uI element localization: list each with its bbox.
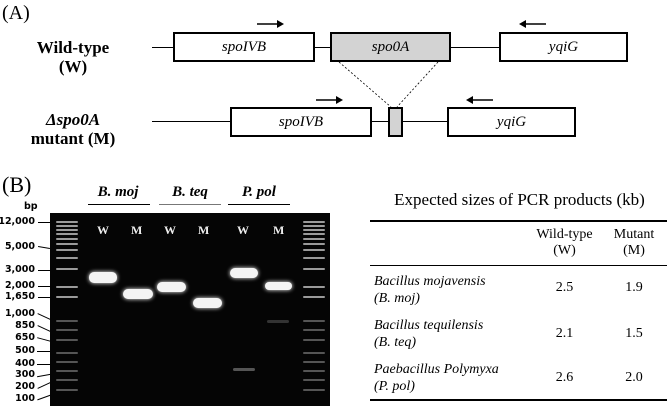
forward-primer-arrow-icon bbox=[257, 20, 284, 28]
mut-size-cell: 2.0 bbox=[625, 369, 643, 385]
reverse-primer-arrow-icon bbox=[466, 96, 493, 104]
species-cell: Bacillus tequilensis (B. teq) bbox=[370, 311, 528, 356]
agarose-gel-image: W M W M W M bbox=[50, 213, 330, 406]
ladder-tick bbox=[37, 337, 51, 342]
faint-band bbox=[233, 368, 255, 371]
wt-gene-spo0A: spo0A bbox=[330, 32, 451, 62]
gene-label: spo0A bbox=[371, 38, 410, 55]
ladder-label: 100 bbox=[15, 393, 35, 404]
table-title: Expected sizes of PCR products (kb) bbox=[394, 190, 645, 209]
band-ppol-mut bbox=[265, 282, 292, 290]
header-text: Wild-type bbox=[536, 227, 593, 243]
wt-size-cell: 2.5 bbox=[555, 280, 574, 296]
wt-gene-yqiG: yqiG bbox=[499, 32, 628, 62]
forward-primer-arrow-icon bbox=[316, 96, 343, 104]
wild-type-label: Wild-type (W) bbox=[36, 38, 110, 76]
ladder-label: 12,000 bbox=[0, 216, 35, 227]
table-row: Bacillus tequilensis (B. teq) 2.1 1.5 bbox=[370, 311, 667, 356]
wt-gene-spoIVB: spoIVB bbox=[173, 32, 315, 62]
header-text: (M) bbox=[623, 243, 645, 259]
species-cell: Bacillus mojavensis (B. moj) bbox=[370, 265, 528, 311]
species-name: Bacillus mojavensis bbox=[374, 274, 486, 290]
gene-label: yqiG bbox=[548, 38, 579, 55]
mutant-label-line1: Δspo0A bbox=[45, 110, 101, 129]
ladder-label: 3,000 bbox=[4, 264, 35, 275]
header-text: (W) bbox=[553, 243, 576, 259]
header-text: Mutant bbox=[613, 227, 655, 243]
ladder-tick bbox=[38, 222, 50, 223]
ladder-tick bbox=[38, 245, 50, 250]
bp-unit-label: bp bbox=[24, 201, 38, 212]
mut-spo0A-remnant bbox=[388, 107, 403, 137]
lane-label: M bbox=[198, 223, 210, 237]
ladder-tick bbox=[37, 364, 51, 365]
species-cell: Paebacillus Polymyxa (P. pol) bbox=[370, 356, 528, 400]
header-mutant: Mutant (M) bbox=[601, 221, 667, 265]
ladder-tick bbox=[37, 325, 51, 332]
ladder-label: 300 bbox=[15, 369, 35, 380]
ladder-tick bbox=[37, 394, 51, 401]
species-abbr: (B. teq) bbox=[374, 334, 416, 350]
faint-band bbox=[267, 320, 289, 323]
lane-label: W bbox=[237, 223, 249, 237]
mut-gene-spoIVB: spoIVB bbox=[230, 107, 372, 137]
header-wild-type: Wild-type (W) bbox=[528, 221, 601, 265]
mutant-label: Δspo0A mutant (M) bbox=[28, 110, 118, 148]
empty-header-cell bbox=[370, 221, 528, 265]
species-abbr: (B. moj) bbox=[374, 291, 420, 307]
ladder-tick bbox=[38, 270, 50, 271]
species-underline bbox=[159, 204, 221, 205]
gene-label: spoIVB bbox=[221, 38, 267, 55]
band-bmoj-wt bbox=[89, 272, 117, 283]
wild-type-chromosome-line bbox=[152, 47, 506, 48]
species-name: Paebacillus Polymyxa bbox=[374, 361, 499, 377]
ladder-label: 5,000 bbox=[4, 241, 35, 252]
species-underline bbox=[228, 204, 290, 205]
ladder-tick bbox=[37, 351, 51, 352]
lane-label: W bbox=[164, 223, 176, 237]
wt-size-cell: 2.6 bbox=[555, 369, 574, 385]
ladder-tick bbox=[37, 373, 51, 378]
band-bteq-mut bbox=[193, 298, 222, 308]
wt-size-cell: 2.1 bbox=[555, 325, 574, 341]
deletion-indicator-lines bbox=[338, 62, 439, 108]
ladder-label: 400 bbox=[15, 358, 35, 369]
species-underline bbox=[88, 204, 150, 205]
mut-size-cell: 1.5 bbox=[625, 325, 643, 341]
gene-label: spoIVB bbox=[278, 113, 324, 130]
species-label-b-moj: B. moj bbox=[97, 184, 139, 200]
band-ppol-wt bbox=[230, 268, 258, 278]
reverse-primer-arrow-icon bbox=[519, 20, 546, 28]
ladder-label: 1,000 bbox=[4, 308, 35, 319]
ladder-label: 200 bbox=[15, 381, 35, 392]
ladder-label: 1,650 bbox=[4, 291, 35, 302]
lane-label: M bbox=[131, 223, 143, 237]
mut-size-cell: 1.9 bbox=[625, 280, 643, 296]
gene-label: yqiG bbox=[496, 113, 527, 130]
species-abbr: (P. pol) bbox=[374, 378, 415, 394]
ladder-label: 2,000 bbox=[4, 280, 35, 291]
species-label-b-teq: B. teq bbox=[172, 184, 208, 200]
ladder-tick bbox=[38, 297, 50, 298]
ladder-tick bbox=[38, 286, 50, 287]
lane-label: W bbox=[97, 223, 109, 237]
mutant-label-line2: mutant (M) bbox=[30, 129, 116, 148]
pcr-size-table: Wild-type (W) Mutant (M) Bacillus mojave… bbox=[370, 220, 667, 401]
ladder-label: 850 bbox=[15, 320, 35, 331]
table-row: Paebacillus Polymyxa (P. pol) 2.6 2.0 bbox=[370, 356, 667, 400]
ladder-tick bbox=[37, 382, 51, 389]
table-row: Bacillus mojavensis (B. moj) 2.5 1.9 bbox=[370, 265, 667, 311]
lane-label: M bbox=[273, 223, 285, 237]
ladder-label: 500 bbox=[15, 345, 35, 356]
panel-a-label: (A) bbox=[2, 2, 30, 24]
species-label-p-pol: P. pol bbox=[242, 184, 276, 200]
mut-gene-yqiG: yqiG bbox=[447, 107, 576, 137]
band-bteq-wt bbox=[157, 282, 186, 292]
species-name: Bacillus tequilensis bbox=[374, 317, 484, 333]
ladder-tick bbox=[37, 313, 51, 320]
panel-b-label: (B) bbox=[2, 172, 32, 197]
ladder-label: 650 bbox=[15, 332, 35, 343]
band-bmoj-mut bbox=[123, 289, 153, 299]
